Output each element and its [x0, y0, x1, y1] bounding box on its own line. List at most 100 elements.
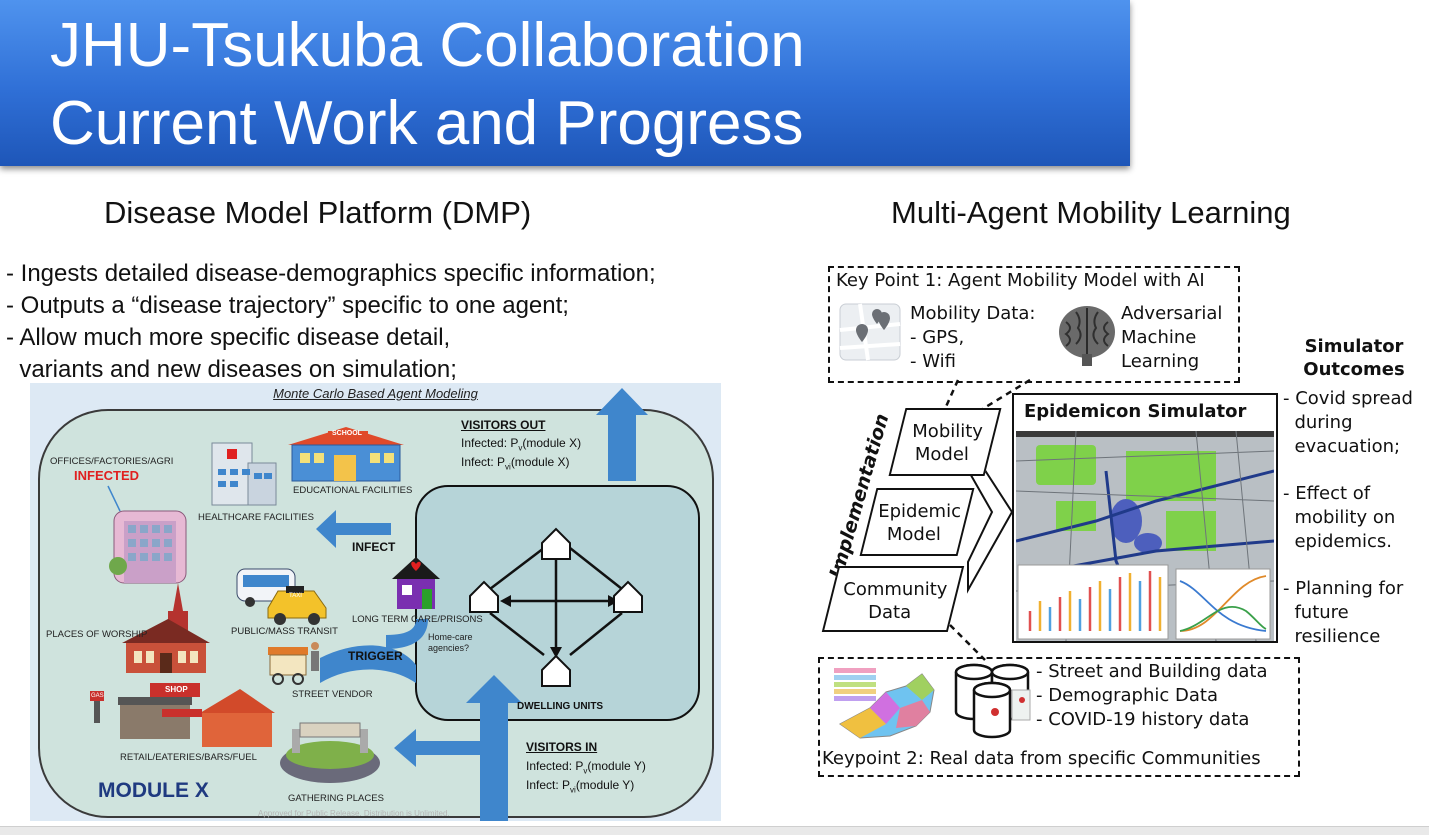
- mobility-model-line: Model: [914, 444, 969, 465]
- outcomes-title-line: Simulator: [1304, 336, 1404, 357]
- dwelling-network: [489, 545, 623, 656]
- trigger-arrow-body: [320, 645, 416, 683]
- outcome-item: - Covid spread during evacuation;: [1283, 387, 1413, 459]
- community-map-icon: [834, 668, 935, 739]
- title-line-2: Current Work and Progress: [50, 89, 804, 158]
- school-icon: [288, 427, 404, 482]
- outcome-item: - Effect of mobility on epidemics.: [1283, 482, 1395, 554]
- epidemic-model-line: Model: [886, 524, 941, 545]
- gathering-label: GATHERING PLACES: [288, 793, 384, 804]
- data-item: - Street and Building data: [1036, 661, 1268, 682]
- diagram-graphics: [90, 388, 700, 821]
- retail-icon: [90, 683, 275, 747]
- map-legend-stripes: [834, 668, 876, 701]
- outcome-line: - Covid spread: [1283, 388, 1413, 409]
- adversarial-line: Adversarial: [1121, 303, 1223, 324]
- diagram-caption: Monte Carlo Based Agent Modeling: [273, 386, 478, 401]
- mobility-model-line: Mobility: [912, 421, 983, 442]
- outcome-item: - Planning for future resilience: [1283, 577, 1403, 649]
- keypoint1-title: Key Point 1: Agent Mobility Model with A…: [836, 270, 1205, 291]
- database-icon: [954, 663, 1031, 739]
- agent-model-diagram: Monte Carlo Based Agent Modeling: [30, 383, 721, 821]
- outcomes-title-line: Outcomes: [1303, 359, 1405, 380]
- mobility-data-line: - Wifi: [910, 351, 956, 372]
- dmp-bullet: - Ingests detailed disease-demographics …: [6, 260, 656, 287]
- gas-sign: GAS: [91, 693, 104, 699]
- module-label: MODULE X: [98, 779, 209, 802]
- hospital-icon: [211, 442, 277, 506]
- title-line-1: JHU-Tsukuba Collaboration: [50, 11, 805, 80]
- dmp-bullet: - Outputs a “disease trajectory” specifi…: [6, 292, 569, 319]
- simulator-panel: Epidemicon Simulator: [1012, 393, 1278, 643]
- office-building-icon: [109, 510, 187, 584]
- outcome-line: - Effect of: [1283, 483, 1371, 504]
- infected-label: INFECTED: [74, 468, 139, 483]
- visitors-in-infected: Infected: Pv(module Y): [526, 759, 646, 776]
- data-item: - COVID-19 history data: [1036, 709, 1250, 730]
- outcome-line: during: [1283, 412, 1353, 433]
- simulator-title: Epidemicon Simulator: [1024, 401, 1247, 422]
- slide-footer-bar: [0, 826, 1429, 835]
- street-vendor-icon: [268, 642, 319, 685]
- dmp-bullet: variants and new diseases on simulation;: [6, 356, 457, 383]
- dwelling-label: DWELLING UNITS: [517, 701, 604, 712]
- vendor-label: STREET VENDOR: [292, 689, 373, 700]
- community-data-line: Data: [868, 602, 912, 623]
- worship-label: PLACES OF WORSHIP: [46, 629, 148, 640]
- mobility-data-line: - GPS,: [910, 327, 965, 348]
- visitors-in-infect: Infect: Pvi(module Y): [526, 778, 635, 795]
- infected-pointer: [107, 485, 121, 512]
- mobility-data-text: Mobility Data: - GPS, - Wifi: [910, 302, 1035, 374]
- epidemic-model-line: Epidemic: [878, 501, 961, 522]
- trigger-arrow-label: TRIGGER: [348, 649, 403, 663]
- community-data-line: Community: [843, 579, 948, 600]
- outcome-line: resilience: [1283, 626, 1381, 647]
- outcome-line: epidemics.: [1283, 531, 1392, 552]
- offices-label: OFFICES/FACTORIES/AGRI: [50, 456, 174, 467]
- outcome-line: evacuation;: [1283, 436, 1401, 457]
- mobility-heading: Multi-Agent Mobility Learning: [891, 195, 1291, 230]
- adversarial-line: Learning: [1121, 351, 1200, 372]
- school-sign: SCHOOL: [332, 430, 362, 437]
- visitors-out-infected: Infected: Pv(module X): [461, 436, 582, 453]
- visitors-in-title: VISITORS IN: [526, 740, 598, 754]
- map-pin-icon: [839, 303, 901, 361]
- healthcare-label: HEALTHCARE FACILITIES: [198, 512, 314, 523]
- data-item: - Demographic Data: [1036, 685, 1218, 706]
- stadium-icon: [280, 722, 380, 783]
- taxi-sign: TAXI: [289, 593, 302, 599]
- visitors-out-title: VISITORS OUT: [461, 418, 546, 432]
- outcome-line: future: [1283, 602, 1349, 623]
- flow-arrows: [316, 388, 648, 821]
- simulator-screenshot: [1016, 431, 1274, 641]
- outcome-line: - Planning for: [1283, 578, 1404, 599]
- ltc-label: LONG TERM CARE/PRISONS: [352, 614, 483, 625]
- dmp-bullet: - Allow much more specific disease detai…: [6, 324, 451, 351]
- keypoint2-title: Keypoint 2: Real data from specific Comm…: [822, 748, 1261, 769]
- church-icon: [122, 583, 210, 673]
- mobility-data-line: Mobility Data:: [910, 303, 1036, 324]
- outcome-line: mobility on: [1283, 507, 1396, 528]
- visitors-out-infect: Infect: Pvi(module X): [461, 455, 570, 472]
- adversarial-line: Machine: [1121, 327, 1197, 348]
- keypoint1-box: [828, 266, 1240, 383]
- homecare-label: Home-care agencies?: [428, 632, 473, 653]
- transit-label: PUBLIC/MASS TRANSIT: [231, 626, 338, 637]
- title-banner: JHU-Tsukuba Collaboration Current Work a…: [0, 0, 1130, 166]
- approved-note: Approved for Public Release. Distributio…: [258, 809, 450, 818]
- retail-label: RETAIL/EATERIES/BARS/FUEL: [120, 752, 257, 763]
- shop-sign: SHOP: [165, 685, 188, 694]
- dmp-heading: Disease Model Platform (DMP): [104, 195, 532, 230]
- house-icons: [469, 527, 643, 687]
- brain-icon: [1059, 306, 1115, 366]
- dmp-bullets: - Ingests detailed disease-demographics …: [6, 258, 656, 386]
- keypoint2-box: [818, 657, 1300, 777]
- taxi-icon: [267, 586, 327, 625]
- care-home-icon: [392, 557, 440, 609]
- educational-label: EDUCATIONAL FACILITIES: [293, 485, 413, 496]
